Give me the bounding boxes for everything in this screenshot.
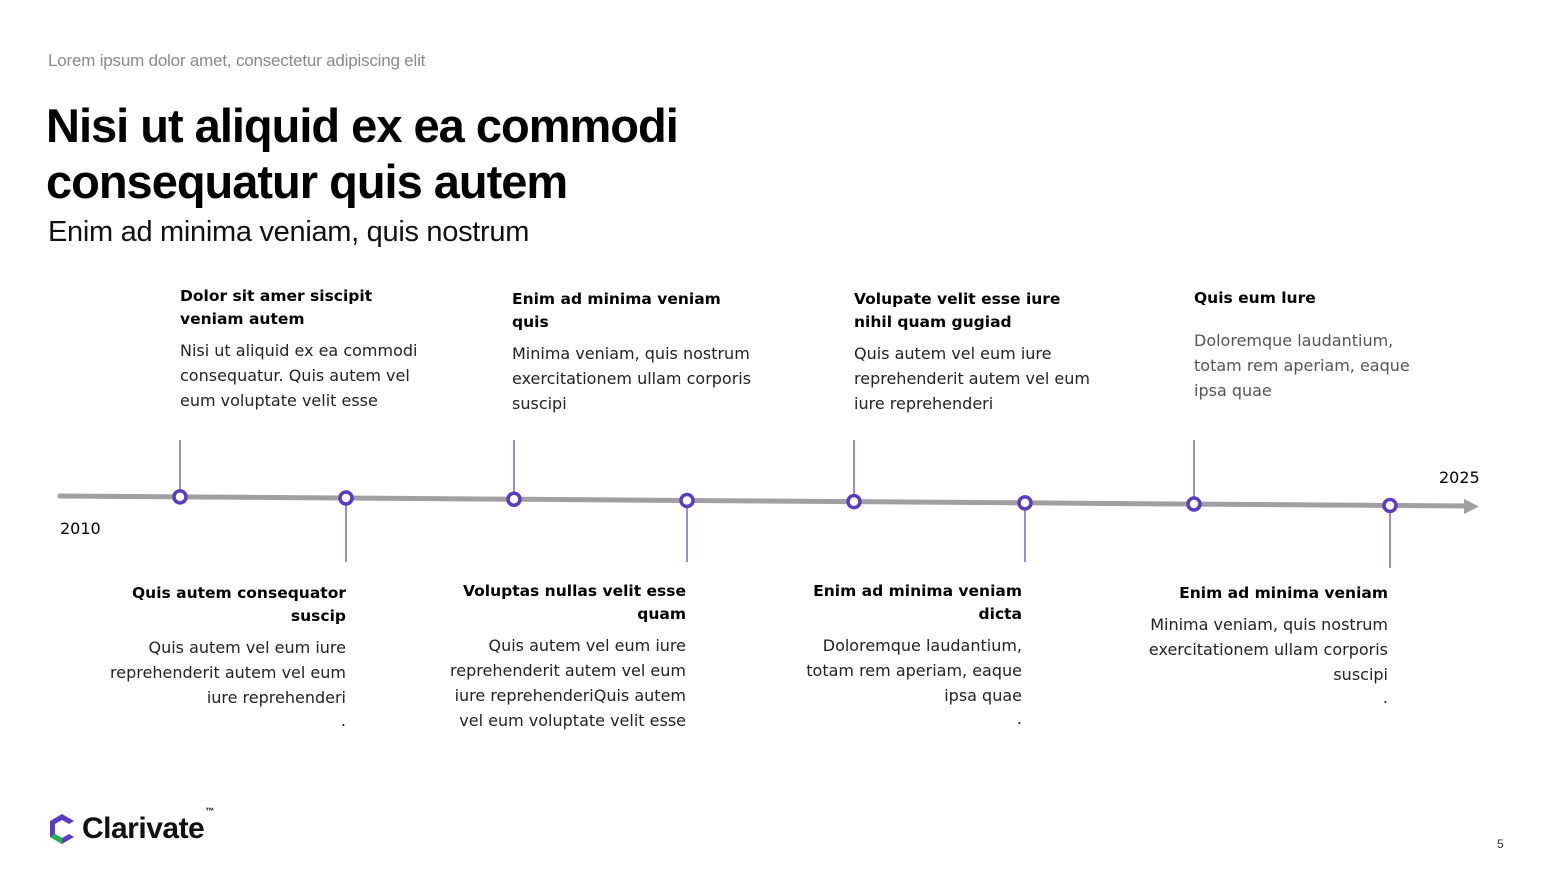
timeline-marker xyxy=(1186,496,1202,512)
timeline-marker xyxy=(846,493,862,510)
event-title: Quis eum lure xyxy=(1194,289,1316,307)
end-year-label: 2025 xyxy=(1439,468,1480,487)
timeline-marker xyxy=(1382,497,1398,514)
event-above-2: Enim ad minima veniam quis Minima veniam… xyxy=(512,288,752,416)
event-body: Quis autem vel eum iure reprehenderit au… xyxy=(110,638,346,707)
clarivate-logo-icon xyxy=(50,814,74,844)
event-body: Doloremque laudantium, totam rem aperiam… xyxy=(1194,331,1410,400)
event-body: Quis autem vel eum iure reprehenderit au… xyxy=(854,344,1090,413)
timeline-axis xyxy=(57,493,1471,509)
event-title: Enim ad minima veniam quis xyxy=(512,290,721,331)
event-trail: . xyxy=(1382,688,1388,707)
eyebrow-text: Lorem ipsum dolor amet, consectetur adip… xyxy=(48,51,426,70)
timeline-markers xyxy=(172,440,1398,568)
event-below-2: Voluptas nullas velit esse quam Quis aut… xyxy=(446,580,686,733)
event-title: Enim ad minima veniam dicta xyxy=(813,582,1022,623)
slide-subtitle: Enim ad minima veniam, quis nostrum xyxy=(48,216,530,248)
event-trail: . xyxy=(340,711,346,730)
slide-title: Nisi ut aliquid ex ea commodi consequatu… xyxy=(46,99,679,208)
event-body: Quis autem vel eum iure reprehenderit au… xyxy=(450,636,686,730)
event-body: Minima veniam, quis nostrum exercitation… xyxy=(512,344,752,413)
event-above-4: Quis eum lure Doloremque laudantium, tot… xyxy=(1194,287,1434,403)
timeline-arrow xyxy=(1464,499,1479,514)
event-body: Minima veniam, quis nostrum exercitation… xyxy=(1148,615,1388,684)
timeline-marker xyxy=(1017,495,1033,511)
event-below-4: Enim ad minima veniam Minima veniam, qui… xyxy=(1148,582,1388,709)
timeline-marker xyxy=(172,489,188,505)
event-body: Nisi ut aliquid ex ea commodi consequatu… xyxy=(180,341,418,410)
event-title: Voluptas nullas velit esse quam xyxy=(462,582,686,623)
event-title: Enim ad minima veniam xyxy=(1179,584,1388,602)
clarivate-logo: Clarivate™ xyxy=(48,806,214,846)
logo-wordmark: Clarivate™ xyxy=(82,806,214,845)
page-number: 5 xyxy=(1497,837,1504,851)
timeline-marker xyxy=(338,490,354,506)
start-year-label: 2010 xyxy=(60,519,101,538)
event-title: Volupate velit esse iure nihil quam gugi… xyxy=(854,290,1061,331)
event-above-1: Dolor sit amer siscipit veniam autem Nis… xyxy=(180,285,420,413)
event-below-1: Quis autem consequator suscip Quis autem… xyxy=(106,582,346,732)
event-above-3: Volupate velit esse iure nihil quam gugi… xyxy=(854,288,1094,416)
event-trail: . xyxy=(1016,709,1022,728)
event-below-3: Enim ad minima veniam dicta Doloremque l… xyxy=(782,580,1022,730)
event-title: Quis autem consequator suscip xyxy=(131,584,346,625)
event-body: Doloremque laudantium, totam rem aperiam… xyxy=(806,636,1022,705)
event-title: Dolor sit amer siscipit veniam autem xyxy=(180,287,373,328)
timeline-marker xyxy=(506,491,522,507)
timeline-marker xyxy=(679,492,695,509)
